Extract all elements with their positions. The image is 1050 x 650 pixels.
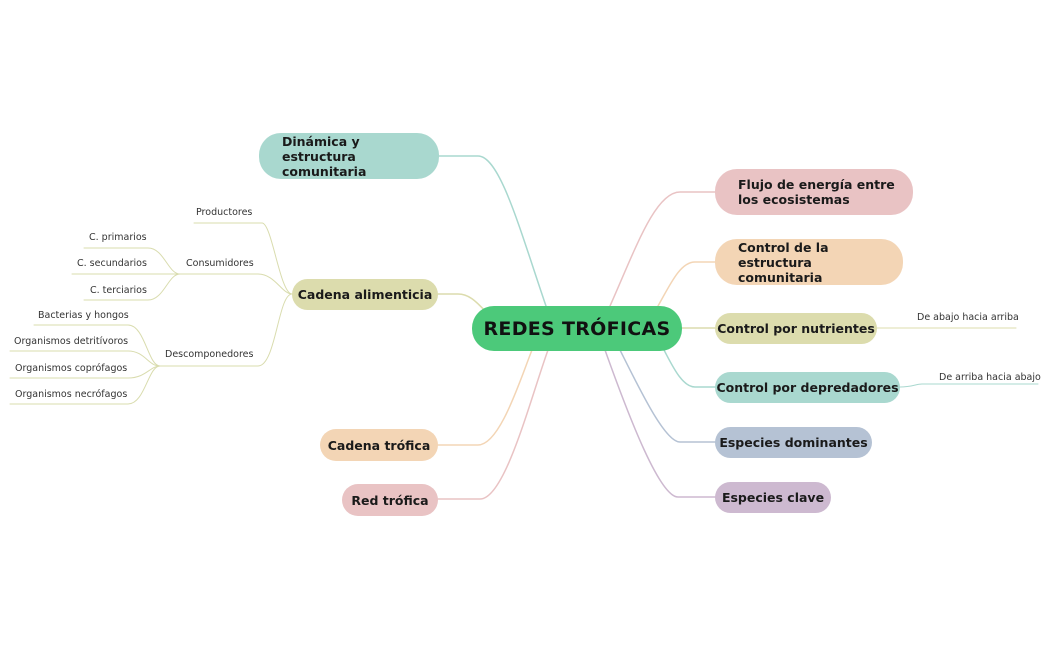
connector-depredadores-note (899, 383, 1039, 388)
connector-bacterias (33, 324, 161, 367)
connector-control-depredadores (663, 349, 717, 388)
leaf-descomponedores[interactable]: Descomponedores (165, 349, 254, 360)
connector-dominantes (619, 349, 717, 443)
topic-red-trofica[interactable]: Red trófica (342, 484, 438, 516)
connector-clave (604, 349, 717, 498)
center-topic[interactable]: REDES TRÓFICAS (472, 306, 682, 351)
connector-descomponedores (159, 293, 293, 367)
connector-terciarios (83, 273, 181, 301)
topic-dinamica[interactable]: Dinámica y estructura comunitaria (259, 133, 439, 179)
topic-especies-clave[interactable]: Especies clave (715, 482, 831, 513)
topic-cadena-alimenticia[interactable]: Cadena alimenticia (292, 279, 438, 310)
connector-cadena-trofica (437, 349, 533, 446)
leaf-bacterias[interactable]: Bacterias y hongos (38, 310, 129, 321)
note-arriba-abajo[interactable]: De arriba hacia abajo (939, 372, 1041, 383)
connector-dinamica (437, 155, 547, 307)
connector-necrofagos (9, 365, 161, 405)
leaf-consumidores[interactable]: Consumidores (186, 258, 254, 269)
topic-flujo-energia[interactable]: Flujo de energía entre los ecosistemas (715, 169, 913, 215)
connector-cadena-alimenticia (437, 293, 487, 313)
topic-control-nutrientes[interactable]: Control por nutrientes (715, 313, 877, 344)
leaf-productores[interactable]: Productores (196, 207, 253, 218)
leaf-secundarios[interactable]: C. secundarios (77, 258, 147, 269)
note-abajo-arriba[interactable]: De abajo hacia arriba (917, 312, 1019, 323)
connector-control-estructura (657, 261, 717, 307)
topic-especies-dominantes[interactable]: Especies dominantes (715, 427, 872, 458)
connector-red-trofica (437, 349, 549, 500)
leaf-necrofagos[interactable]: Organismos necrófagos (15, 389, 128, 400)
connector-productores (193, 222, 293, 295)
leaf-detritivoros[interactable]: Organismos detritívoros (14, 336, 129, 347)
connector-flujo (609, 191, 717, 307)
topic-cadena-trofica[interactable]: Cadena trófica (320, 429, 438, 461)
topic-control-estructura[interactable]: Control de la estructura comunitaria (715, 239, 903, 285)
connector-primarios (83, 247, 181, 275)
topic-control-depredadores[interactable]: Control por depredadores (715, 372, 900, 403)
leaf-coprofagos[interactable]: Organismos coprófagos (15, 363, 128, 374)
connector-detritivoros (9, 350, 161, 367)
leaf-terciarios[interactable]: C. terciarios (90, 285, 147, 296)
connector-consumidores (179, 273, 293, 295)
leaf-primarios[interactable]: C. primarios (89, 232, 147, 243)
